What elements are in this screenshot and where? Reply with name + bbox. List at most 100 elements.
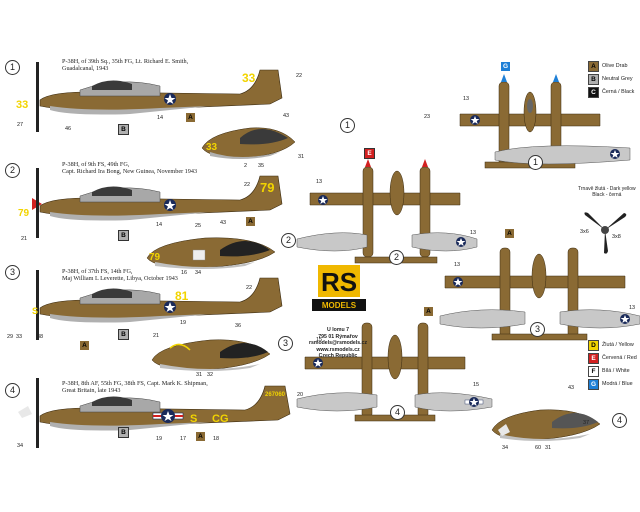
nose-code-3: S bbox=[32, 306, 38, 316]
nose-view-1: 33 bbox=[201, 127, 296, 159]
tail-code-4: CG bbox=[212, 413, 229, 425]
color-key-a: A bbox=[505, 229, 514, 238]
publisher-address: U lomu 7 795 01 Rýmařov rsmodels@rsmodel… bbox=[308, 327, 368, 360]
color-key-e: E bbox=[364, 148, 375, 159]
callout: 34 bbox=[195, 270, 202, 276]
legend-white: F Bílá / White bbox=[588, 365, 630, 377]
callout: 36 bbox=[235, 323, 242, 329]
color-key-g: G bbox=[501, 62, 510, 71]
legend-label: Modrá / Blue bbox=[602, 381, 633, 387]
legend-swatch: G bbox=[588, 378, 599, 390]
side-profile-1: 33 33 bbox=[16, 62, 283, 132]
tail-code-2: 79 bbox=[260, 180, 274, 195]
legend-black: C Černá / Black bbox=[588, 86, 634, 98]
legend-blue: G Modrá / Blue bbox=[588, 378, 633, 390]
color-key-b: B bbox=[118, 124, 129, 135]
bottom-view-3 bbox=[439, 309, 640, 329]
callout: 18 bbox=[213, 436, 220, 442]
callout: 17 bbox=[180, 436, 187, 442]
profile-caption-2: P-38H, of 9th FS, 49th FG, Capt. Richard… bbox=[62, 161, 197, 176]
legend-olive-drab: A Olive Drab bbox=[588, 60, 628, 72]
callout: 22 bbox=[246, 285, 253, 291]
callout: 25 bbox=[195, 223, 202, 229]
bottom-view-2 bbox=[296, 232, 478, 252]
legend-label: Žlutá / Yellow bbox=[602, 342, 634, 348]
legend-swatch: D bbox=[588, 339, 599, 351]
callout: 33 bbox=[16, 334, 23, 340]
legend-label: Bílá / White bbox=[602, 368, 630, 374]
nose-view-number-1: 1 bbox=[340, 118, 355, 133]
side-profile-2: 79 79 bbox=[18, 168, 283, 238]
callout: 20 bbox=[297, 392, 304, 398]
legend-label: Červená / Red bbox=[602, 355, 637, 361]
callout: 60 bbox=[535, 445, 542, 451]
legend-neutral-grey: B Neutral Grey bbox=[588, 73, 633, 85]
top-view-number-1: 1 bbox=[528, 155, 543, 170]
color-key-a: A bbox=[186, 113, 195, 122]
callout: 43 bbox=[283, 113, 290, 119]
callout: 31 bbox=[298, 154, 305, 160]
legend-label: Olive Drab bbox=[602, 63, 628, 69]
caption-line: P-38H, of 39th Sq., 35th FG, Lt. Richard… bbox=[62, 58, 189, 65]
nose-view-number-3: 3 bbox=[278, 336, 293, 351]
caption-line: Guadalcanal, 1943 bbox=[62, 65, 109, 73]
callout: 14 bbox=[156, 222, 163, 228]
callout: 31 bbox=[196, 372, 203, 378]
callout: 13 bbox=[454, 262, 461, 268]
logo-subtitle: MODELS bbox=[322, 301, 357, 310]
propeller-diagram bbox=[584, 212, 627, 254]
color-key-a: A bbox=[424, 307, 433, 316]
nose-view-number-2: 2 bbox=[281, 233, 296, 248]
tail-code-3: 81 bbox=[175, 289, 189, 303]
callout: 22 bbox=[296, 73, 303, 79]
callout: 46 bbox=[65, 126, 72, 132]
address-line: Czech Republic bbox=[318, 353, 358, 360]
profile-number-1: 1 bbox=[5, 60, 20, 75]
callout: 13 bbox=[470, 230, 477, 236]
rs-models-logo: RS MODELS bbox=[308, 263, 370, 315]
callout: 32 bbox=[207, 372, 214, 378]
side-profile-4: S CG 267060 bbox=[18, 378, 291, 448]
top-view-3 bbox=[444, 247, 626, 341]
top-view-number-4: 4 bbox=[390, 405, 405, 420]
callout: 23 bbox=[424, 114, 431, 120]
address-line: U lomu 7 bbox=[327, 327, 349, 333]
caption-line: Capt. Richard Ira Bong, New Guinea, Nove… bbox=[62, 168, 198, 176]
callout: 13 bbox=[316, 179, 323, 185]
nose-view-code-2: 79 bbox=[149, 252, 161, 263]
nose-code-1: 33 bbox=[16, 99, 28, 111]
nose-view-code-1: 33 bbox=[206, 142, 218, 153]
callout: 3x6 bbox=[580, 229, 589, 235]
callout: 22 bbox=[244, 182, 251, 188]
callout: 21 bbox=[153, 333, 160, 339]
propeller-title-line: Black - černá bbox=[592, 192, 622, 198]
top-view-number-3: 3 bbox=[530, 322, 545, 337]
callout: 35 bbox=[258, 163, 265, 169]
legend-red: E Červená / Red bbox=[588, 352, 637, 364]
profile-caption-4: P-38H, 8th AF, 55th FG, 38th FS, Capt. M… bbox=[62, 380, 208, 395]
callout: 43 bbox=[220, 220, 227, 226]
color-key-a: A bbox=[246, 217, 255, 226]
callout: 38 bbox=[37, 334, 44, 340]
tail-code-1: 33 bbox=[242, 71, 256, 85]
callout: 14 bbox=[157, 115, 164, 121]
legend-yellow: D Žlutá / Yellow bbox=[588, 339, 634, 351]
propeller-title: Trnavě žlutá - Dark yellow Black - černá bbox=[578, 186, 636, 198]
color-key-b: B bbox=[118, 427, 129, 438]
callout: 2 bbox=[244, 163, 248, 169]
nose-view-3 bbox=[151, 339, 271, 371]
profile-caption-3: P-38H, of 37th FS, 14th FG, Maj William … bbox=[62, 268, 178, 283]
legend-swatch: A bbox=[588, 60, 599, 72]
legend-swatch: F bbox=[588, 365, 599, 377]
callout: 19 bbox=[156, 436, 163, 442]
callout: 13 bbox=[463, 96, 470, 102]
caption-line: Maj William L Leverette, Libya, October … bbox=[62, 275, 178, 283]
serial-4: 267060 bbox=[265, 392, 286, 398]
legend-label: Neutral Grey bbox=[602, 76, 633, 82]
color-key-b: B bbox=[118, 230, 129, 241]
color-key-a: A bbox=[80, 341, 89, 350]
nose-code-2: 79 bbox=[18, 208, 30, 219]
address-line: www.rsmodels.cz bbox=[316, 346, 360, 353]
side-profile-3: 81 S bbox=[32, 270, 283, 340]
bottom-view-4 bbox=[296, 392, 493, 412]
